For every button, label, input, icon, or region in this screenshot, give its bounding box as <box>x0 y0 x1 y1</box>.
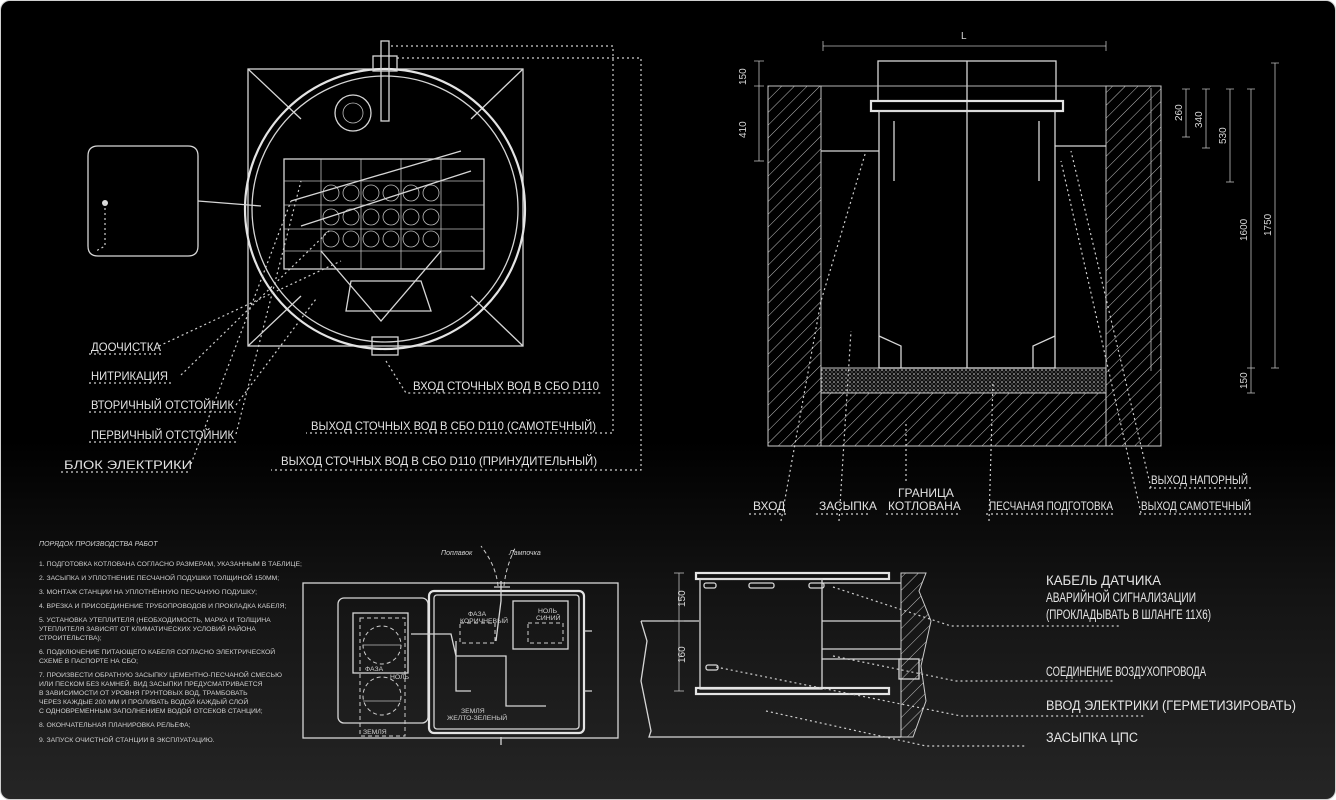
dim-width-L: L <box>961 31 967 42</box>
dim-340: 340 <box>1194 111 1205 128</box>
procedure-step: 8. ОКОНЧАТЕЛЬНАЯ ПЛАНИРОВКА РЕЛЬЕФА; <box>39 722 191 729</box>
procedure-step: 1. ПОДГОТОВКА КОТЛОВАНА СОГЛАСНО РАЗМЕРА… <box>39 561 302 568</box>
label-sensor-cable-2: АВАРИЙНОЙ СИГНАЛИЗАЦИИ <box>1046 590 1196 605</box>
station-shell <box>243 67 527 351</box>
soil-left <box>767 85 822 447</box>
post-filter-unit <box>87 145 199 257</box>
label-phase-brown-color: КОРИЧНЕВЫЙ <box>460 616 508 625</box>
label-ground-yg: ЗЕМЛЯ <box>461 708 485 715</box>
dim-530: 530 <box>1218 127 1229 144</box>
procedure-step: 7. ПРОИЗВЕСТИ ОБРАТНУЮ ЗАСЫПКУ ЦЕМЕНТНО-… <box>39 670 282 679</box>
label-backfill-cps: ЗАСЫПКА ЦПС <box>1046 730 1138 745</box>
label-pressure-outlet-d110: ВЫХОД СТОЧНЫХ ВОД В СБО D110 (ПРИНУДИТЕЛ… <box>281 453 597 468</box>
sand-bed <box>820 367 1107 394</box>
procedure-step: 9. ЗАПУСК ОЧИСТНОЙ СТАНЦИИ В ЭКСПЛУАТАЦИ… <box>39 735 215 744</box>
dim-150-detail: 150 <box>677 590 688 607</box>
label-ground: ЗЕМЛЯ <box>363 729 387 736</box>
label-pit-boundary-2: КОТЛОВАНА <box>888 499 961 513</box>
detail-view: 150 160 КАБЕЛЬ ДАТЧИКА АВАРИЙНОЙ СИГНАЛИ… <box>640 571 1296 747</box>
label-inlet: ВХОД <box>753 499 785 513</box>
soil-right <box>1105 85 1162 447</box>
procedure-step: СТРОИТЕЛЬСТВА); <box>39 635 102 642</box>
label-phase-brown: ФАЗА <box>468 611 487 618</box>
procedure-title: ПОРЯДОК ПРОИЗВОДСТВА РАБОТ <box>39 541 158 548</box>
label-electrical-block: БЛОК ЭЛЕКТРИКИ <box>64 458 192 472</box>
label-primary-clarifier: ПЕРВИЧНЫЙ ОТСТОЙНИК <box>91 427 234 442</box>
dim-150-top: 150 <box>738 68 749 85</box>
label-secondary-clarifier: ВТОРИЧНЫЙ ОТСТОЙНИК <box>91 397 234 412</box>
procedure-step: 2. ЗАСЫПКА И УПЛОТНЕНИЕ ПЕСЧАНОЙ ПОДУШКИ… <box>39 573 279 582</box>
label-ground-yg-color: ЖЕЛТО-ЗЕЛЕНЫЙ <box>447 713 507 722</box>
lid-frame <box>247 68 524 347</box>
soil-wall <box>900 572 932 738</box>
label-neutral-blue-color: СИНИЙ <box>536 613 561 622</box>
label-phase: ФАЗА <box>365 666 384 673</box>
label-post-treatment: ДООЧИСТКА <box>91 340 161 354</box>
label-neutral-blue: НОЛЬ <box>538 608 558 615</box>
procedure-step: ЧЕРЕЗ КАЖДЫЕ 200 ММ И ПРОЛИВАТЬ ВОДОЙ КА… <box>39 697 248 706</box>
label-pit-boundary-1: ГРАНИЦА <box>898 486 954 500</box>
label-power-entry: ВВОД ЭЛЕКТРИКИ (ГЕРМЕТИЗИРОВАТЬ) <box>1046 698 1296 713</box>
label-neutral: НОЛЬ <box>390 674 410 681</box>
procedure-step: 5. УСТАНОВКА УТЕПЛИТЕЛЯ (НЕОБХОДИМОСТЬ, … <box>39 617 271 624</box>
station-body <box>878 110 1056 369</box>
label-float: Поплавок <box>441 550 473 557</box>
label-nitrification: НИТРИКАЦИЯ <box>91 369 168 383</box>
label-air-duct-connection: СОЕДИНЕНИЕ ВОЗДУХОПРОВОДА <box>1046 664 1206 679</box>
dim-1600: 1600 <box>1239 218 1250 241</box>
label-pressure-outlet: ВЫХОД НАПОРНЫЙ <box>1151 472 1248 487</box>
procedure-step: 4. ВРЕЗКА И ПРИСОЕДИНЕНИЕ ТРУБОПРОВОДОВ … <box>39 603 286 610</box>
dim-160-detail: 160 <box>677 646 688 663</box>
label-backfill: ЗАСЫПКА <box>819 499 877 513</box>
label-sensor-cable-3: (ПРОКЛАДЫВАТЬ В ШЛАНГЕ 11Х6) <box>1046 607 1211 622</box>
label-inlet-d110: ВХОД СТОЧНЫХ ВОД В СБО D110 <box>413 379 599 393</box>
soil-bottom <box>820 392 1107 447</box>
procedure-step: СХЕМЕ В ПАСПОРТЕ НА СБО; <box>39 658 138 665</box>
procedure-step: 6. ПОДКЛЮЧЕНИЕ ПИТАЮЩЕГО КАБЕЛЯ СОГЛАСНО… <box>39 647 275 656</box>
procedure-step: 3. МОНТАЖ СТАНЦИИ НА УПЛОТНЁННУЮ ПЕСЧАНУ… <box>39 588 257 596</box>
plan-view: ДООЧИСТКА НИТРИКАЦИЯ ВТОРИЧНЫЙ ОТСТОЙНИК… <box>61 40 642 473</box>
label-lamp: Лампочка <box>508 550 541 557</box>
label-sensor-cable-1: КАБЕЛЬ ДАТЧИКА <box>1046 573 1161 588</box>
section-view: L 150 410 260 340 530 1600 <box>738 31 1279 522</box>
dim-410: 410 <box>738 121 749 138</box>
label-gravity-outlet-d110: ВЫХОД СТОЧНЫХ ВОД В СБО D110 (САМОТЕЧНЫЙ… <box>311 418 596 433</box>
procedure-step: С ОДНОВРЕМЕННЫМ ЗАПОЛНЕНИЕМ ВОДОЙ ОТСЕКО… <box>39 706 263 715</box>
procedure-step: В ЗАВИСИМОСТИ ОТ УРОВНЯ ГРУНТОВЫХ ВОД, Т… <box>39 690 248 697</box>
procedure-step: ИЛИ ПЕСКОМ БЕЗ КАМНЕЙ. ВИД ЗАСЫПКИ ПРЕДУ… <box>39 679 263 688</box>
wiring-diagram: Поплавок Лампочка ФАЗА КОРИЧНЕВЫЙ НОЛЬ С… <box>302 545 619 745</box>
dim-260: 260 <box>1174 104 1185 121</box>
label-sand-bed: ПЕСЧАНАЯ ПОДГОТОВКА <box>989 499 1113 513</box>
procedure-step: УТЕПЛИТЕЛЯ ЗАВИСЯТ ОТ КЛИМАТИЧЕСКИХ УСЛО… <box>39 624 256 633</box>
label-gravity-outlet: ВЫХОД САМОТЕЧНЫЙ <box>1141 498 1251 513</box>
dim-150-bottom: 150 <box>1239 372 1250 389</box>
work-procedure: ПОРЯДОК ПРОИЗВОДСТВА РАБОТ 1. ПОДГОТОВКА… <box>39 541 302 744</box>
dim-1750: 1750 <box>1263 213 1274 236</box>
